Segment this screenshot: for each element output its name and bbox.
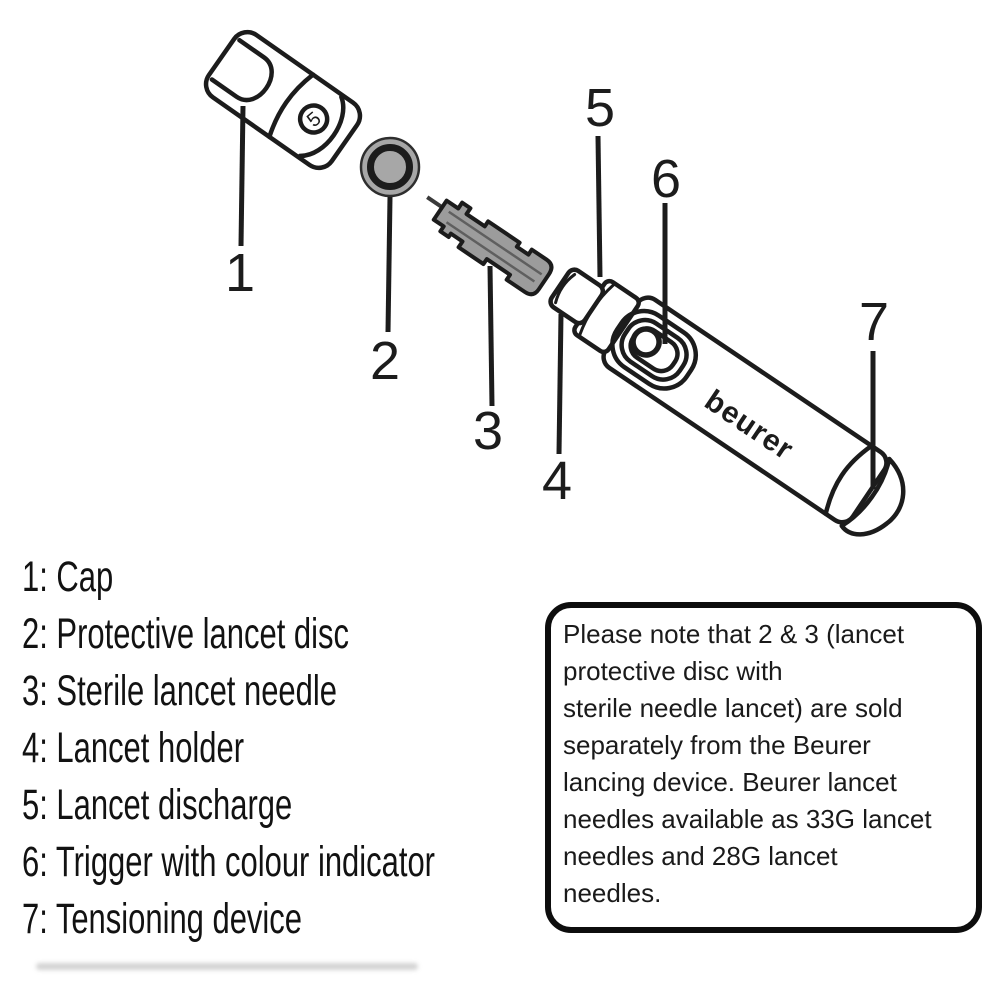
- legend-item-lancet-holder: 4: Lancet holder: [22, 724, 245, 772]
- note-line: lancing device. Beurer lancet: [563, 767, 897, 797]
- note-line: needles available as 33G lancet: [563, 804, 932, 834]
- legend-item-sterile-lancet-needle: 3: Sterile lancet needle: [22, 667, 337, 715]
- note-box: Please note that 2 & 3 (lancet protectiv…: [545, 602, 982, 933]
- note-line: needles and 28G lancet: [563, 841, 838, 871]
- callout-7: 7: [859, 292, 889, 352]
- leader-line-5: [595, 135, 603, 278]
- lancing-device-exploded-diagram: 5: [203, 29, 906, 537]
- trigger-colour-indicator: [630, 326, 662, 358]
- legend-item-lancet-discharge: 5: Lancet discharge: [22, 781, 293, 829]
- legend-item-protective-lancet-disc: 2: Protective lancet disc: [22, 610, 349, 658]
- scan-smudge-artifact: [36, 963, 418, 970]
- callout-2: 2: [370, 331, 400, 391]
- callout-5: 5: [585, 78, 615, 138]
- legend-item-trigger: 6: Trigger with colour indicator: [22, 838, 435, 886]
- protective-disc-part: [359, 136, 421, 198]
- tensioning-cap-part: [839, 456, 906, 537]
- note-line: needles.: [563, 878, 662, 908]
- leader-line-4: [556, 313, 564, 455]
- lancet-needle-part: [426, 195, 554, 297]
- note-line: separately from the Beurer: [563, 730, 871, 760]
- cap-dial-window: [297, 103, 330, 135]
- legend-item-tensioning-device: 7: Tensioning device: [22, 895, 302, 943]
- callout-4: 4: [542, 451, 572, 511]
- legend-item-cap: 1: Cap: [22, 553, 114, 601]
- cap-part: 5: [203, 29, 363, 171]
- callout-6: 6: [651, 149, 681, 209]
- callout-1: 1: [225, 243, 255, 303]
- note-line: Please note that 2 & 3 (lancet: [563, 619, 905, 649]
- note-line: protective disc with: [563, 656, 783, 686]
- leader-line-1: [238, 105, 246, 247]
- leader-line-3: [487, 265, 495, 407]
- callout-3: 3: [473, 401, 503, 461]
- note-line: sterile needle lancet) are sold: [563, 693, 903, 723]
- parts-legend: 1: Cap 2: Protective lancet disc 3: Ster…: [22, 549, 435, 948]
- leader-line-2: [385, 196, 393, 333]
- device-body: beurer: [548, 267, 906, 537]
